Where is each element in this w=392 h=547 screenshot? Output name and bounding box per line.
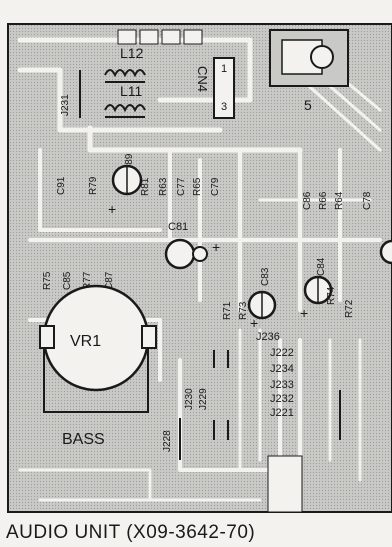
capacitor-c84-plus: + — [300, 305, 308, 321]
pcb-diagram: L12 L11 1 3 CN4 5 J231 C91 R79 C89 R81 R… — [7, 23, 392, 513]
capacitor-c83: C83 + — [247, 267, 277, 331]
capacitor-c83-plus: + — [250, 315, 258, 331]
res-r72-label: R72 — [344, 299, 355, 318]
jumper-j230-label: J230 — [184, 388, 195, 410]
bass-label: BASS — [62, 431, 105, 448]
capacitor-c84-label: C84 — [316, 257, 327, 276]
res-r66-label: R66 — [318, 191, 329, 210]
jumper-j233-label: J233 — [270, 379, 294, 391]
cap-c86-label: C86 — [302, 191, 313, 210]
cap-c79-label: C79 — [210, 177, 221, 196]
capacitor-c84: C84 + — [300, 257, 333, 321]
res-r75-label: R75 — [42, 271, 53, 290]
connector-mark: 5 — [304, 97, 312, 113]
mid-labels: R75 C85 R77 C87 R71 R73 R74 R72 — [42, 271, 355, 320]
res-r73-label: R73 — [238, 301, 249, 320]
res-r79-label: R79 — [88, 176, 99, 195]
cap-c78-label: C78 — [362, 191, 373, 210]
jumper-j231-label: J231 — [60, 94, 71, 116]
capacitor-c81-plus: + — [212, 239, 220, 255]
connector-cn4: 1 3 CN4 — [195, 57, 235, 119]
capacitor-c81: C81 + — [164, 221, 220, 270]
inductor-l12 — [104, 69, 146, 83]
upper-labels: C91 R79 C89 R81 R63 C77 R65 C79 C86 R66 … — [56, 153, 373, 210]
jumper-j236-label: J236 — [256, 331, 280, 343]
res-r63-label: R63 — [158, 177, 169, 196]
res-r74-label: R74 — [326, 286, 337, 305]
potentiometer-vr1: VR1 — [39, 284, 157, 413]
inductor-l11-label: L11 — [120, 83, 143, 99]
connector-cn4-label: CN4 — [195, 66, 210, 92]
cap-c91-label: C91 — [56, 176, 67, 195]
jumper-j232-label: J232 — [270, 393, 294, 405]
jumper-j234-label: J234 — [270, 363, 294, 375]
jumper-j221-label: J221 — [270, 407, 294, 419]
mounting-bracket — [269, 29, 349, 87]
res-r71-label: R71 — [222, 301, 233, 320]
diagram-caption: AUDIO UNIT (X09-3642-70) — [6, 522, 256, 543]
capacitor-c89: + — [108, 164, 143, 217]
connector-pin-3: 3 — [221, 101, 227, 113]
inductor-l11 — [104, 104, 146, 118]
cap-c85-label: C85 — [62, 271, 73, 290]
res-r64-label: R64 — [334, 191, 345, 210]
res-r77-label: R77 — [82, 271, 93, 290]
jumper-j229-label: J229 — [198, 388, 209, 410]
res-r65-label: R65 — [192, 177, 203, 196]
jumper-j228-label: J228 — [162, 430, 173, 452]
res-r81-label: R81 — [140, 177, 151, 196]
cap-c89-label: C89 — [124, 153, 135, 172]
inductor-l12-label: L12 — [120, 45, 144, 61]
jumper-wires — [179, 350, 341, 460]
connector-pin-1: 1 — [221, 63, 227, 75]
cap-c77-label: C77 — [176, 177, 187, 196]
capacitor-partial-right — [379, 239, 392, 265]
board-cutout — [267, 455, 303, 513]
jumper-j222-label: J222 — [270, 347, 294, 359]
jumper-labels: J236 J222 J234 J233 J232 J221 J230 J228 … — [162, 331, 294, 452]
capacitor-c81-label: C81 — [168, 221, 188, 233]
capacitor-c89-plus: + — [108, 201, 116, 217]
cap-c87-label: C87 — [104, 271, 115, 290]
capacitor-c83-label: C83 — [260, 267, 271, 286]
potentiometer-vr1-label: VR1 — [70, 333, 101, 350]
top-pads — [117, 29, 203, 45]
